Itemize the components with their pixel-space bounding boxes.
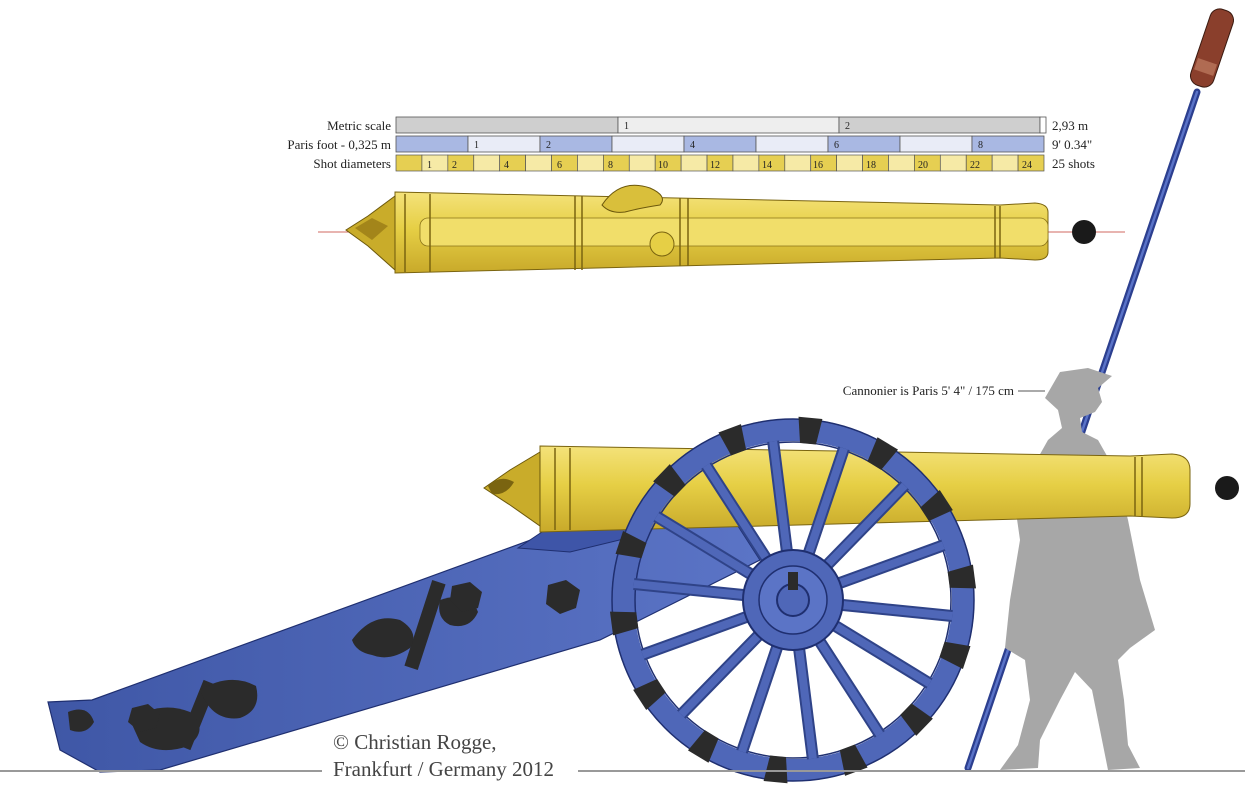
felloe-iron-plate [939,641,971,669]
shot-scale-label: Shot diameters [313,156,391,171]
paris-tick-4: 4 [690,140,695,151]
paris-tick-8: 8 [978,140,983,151]
felloe-iron-plate [947,564,977,589]
shot-cell [421,154,449,172]
shot-tick-24: 24 [1022,160,1032,171]
wheel-spokes [633,440,953,760]
shot-cell [680,154,708,172]
shot-cell [628,154,656,172]
shot-tick-8: 8 [608,160,613,171]
shot-tick-22: 22 [970,160,980,171]
wheel-spoke-face [769,440,792,556]
iron-strap [404,580,446,670]
paris-tick-2: 2 [546,140,551,151]
felloe-iron-plate [867,437,899,470]
wheel-spoke-face [702,463,772,565]
wheel-spoke-face [738,641,783,753]
shot-tick-2: 2 [452,160,457,171]
paris-scale-label: Paris foot - 0,325 m [287,137,391,152]
scale-bars: Metric scale 1 2 2,93 m Paris foot - 0,3… [287,116,1095,172]
shot-cell [395,154,423,172]
wheel-spoke-face [794,644,817,760]
wheel-spoke-face [633,580,749,600]
felloe-iron-plate [839,744,868,776]
shot-cell [888,154,915,172]
shot-cell [784,154,812,172]
paris-foot-scale: Paris foot - 0,325 m 1 2 4 6 8 9' 0.34" [287,135,1092,153]
wheel-spoke-face [829,620,932,687]
wheel-spoke-face [833,541,945,589]
shot-cell [525,154,552,172]
shot-cell [577,154,604,172]
copyright-line-1: © Christian Rogge, [333,730,497,754]
shot-tick-20: 20 [918,160,928,171]
shot-cell [836,154,863,172]
shot-tick-10: 10 [658,160,668,171]
shot-tick-16: 16 [813,160,823,171]
metric-scale: Metric scale 1 2 2,93 m [327,116,1088,134]
wheel-spoke-face [803,447,848,559]
shot-tick-14: 14 [762,160,772,171]
barrel-top-view [318,184,1125,274]
rammer-staff [964,8,1235,772]
shot-cell [473,154,501,172]
shot-tick-12: 12 [710,160,720,171]
paris-tick-1: 1 [474,140,479,151]
shot-diameter-scale: Shot diameters 1 2 4 6 8 10 12 14 16 18 … [313,154,1095,172]
shot-cell [939,154,967,172]
paris-tick-6: 6 [834,140,839,151]
felloe-iron-plate [900,703,933,736]
wheel-spoke-face [654,513,757,580]
iron-ornaments [68,580,580,751]
shot-cell [991,154,1019,172]
rammer-head [1189,8,1235,88]
shot-tick-18: 18 [866,160,876,171]
dolphin-handle-top [601,184,663,213]
shot-tick-4: 4 [504,160,509,171]
wheel-spoke-face [641,611,753,659]
shot-cell [551,154,578,172]
metric-tick-1: 1 [624,121,629,132]
carriage-wheel [609,416,977,784]
trunnion-top [649,231,675,257]
wheel-spoke-face [837,600,953,620]
wheel-spoke-face [814,635,884,737]
felloe-iron-plate [798,416,823,445]
shot-tick-1: 1 [427,160,432,171]
felloe-iron-plate [633,679,666,710]
shot-tick-6: 6 [557,160,562,171]
felloe-iron-plate [687,730,719,763]
cascabel-side [483,451,541,527]
metric-tick-2: 2 [845,121,850,132]
cannonball-side [1215,476,1239,500]
metric-scale-label: Metric scale [327,118,391,133]
shot-cell [1017,154,1045,172]
felloe-iron-plate [615,531,647,559]
wheel-spoke-face [678,629,765,718]
felloe-iron-plate [653,464,686,497]
cannonier-height-note: Cannonier is Paris 5' 4" / 175 cm [843,383,1014,398]
copyright-line-2: Frankfurt / Germany 2012 [333,757,554,781]
felloe-iron-plate [763,755,788,784]
metric-scale-end: 2,93 m [1052,118,1088,133]
felloe-iron-plate [609,611,639,636]
wheel-iron-plates [609,416,977,784]
shot-cell [732,154,760,172]
wheel-spoke-face [821,482,908,571]
shot-scale-end: 25 shots [1052,156,1095,171]
paris-scale-end: 9' 0.34" [1052,137,1092,152]
cannonball-top [1072,220,1096,244]
felloe-iron-plate [718,424,747,456]
felloe-iron-plate [920,490,953,521]
